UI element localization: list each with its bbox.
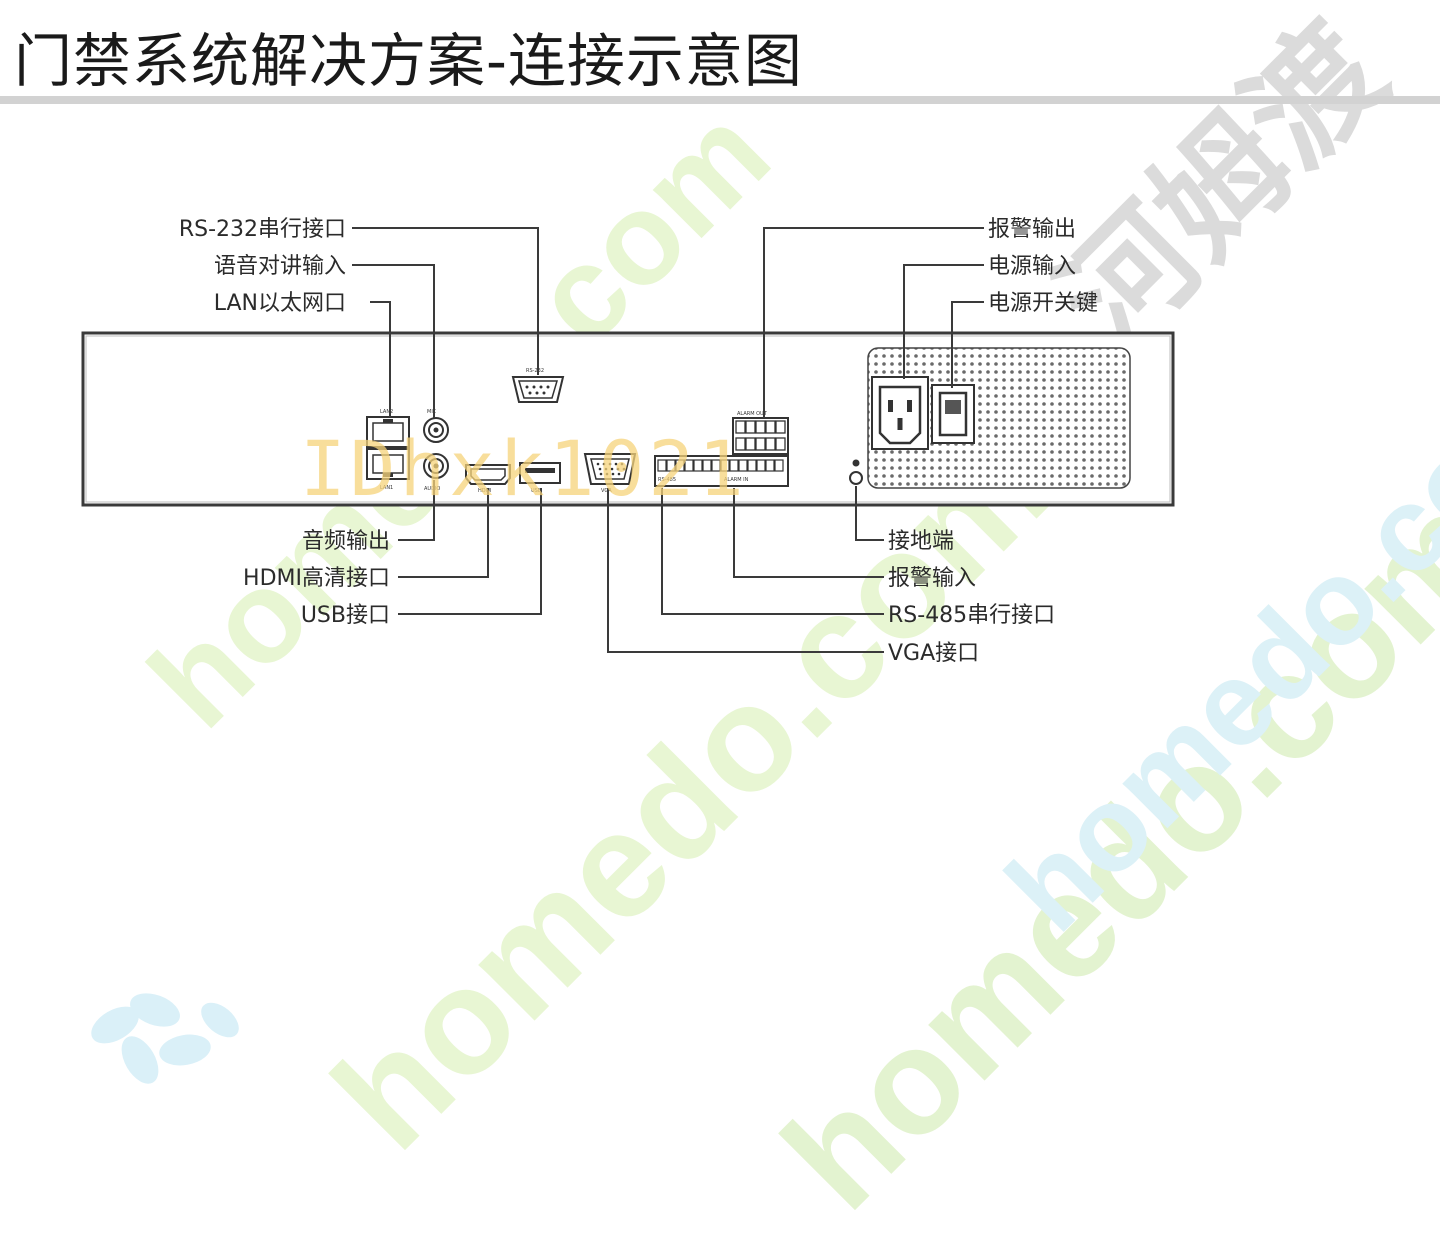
label-audio-out: 音频输出 [302,529,390,554]
usb-panel-mark: USB [531,488,542,494]
audio-panel-mark: AUDIO [424,486,440,492]
label-alarm-out: 报警输出 [988,217,1076,242]
label-voice-in: 语音对讲输入 [214,254,346,279]
rs232-panel-mark: RS-232 [526,368,544,374]
power-module [867,347,1131,489]
rs485-panel-mark: RS-485 [658,477,676,483]
lan-port-icon: LAN2 LAN1 [366,409,410,491]
power-inlet-icon [871,376,929,450]
connection-diagram: RS-232 LAN2 LAN1 MIC AUDIO HDMI [81,217,1175,666]
port-labels: RS-232串行接口 语音对讲输入 LAN以太网口 音频输出 HDMI高清接口 … [179,217,1098,666]
label-lan: LAN以太网口 [214,291,346,316]
label-power-in: 电源输入 [988,254,1076,279]
alarm-in-panel-mark: ALARM IN [724,477,749,483]
label-hdmi: HDMI高清接口 [243,566,390,591]
label-ground: 接地端 [888,529,954,554]
label-usb: USB接口 [301,603,390,628]
lan-panel-mark: LAN1 [380,485,393,491]
label-vga: VGA接口 [888,641,979,666]
leader-lines [352,227,984,653]
title-divider [0,96,1440,104]
watermark-id: IDhxk1021 [300,424,748,513]
flower-logo-watermark [91,993,239,1084]
label-rs232: RS-232串行接口 [179,217,346,242]
label-alarm-in: 报警输入 [888,566,976,591]
audio-jacks-icon: MIC AUDIO [423,409,449,492]
rs485-alarm-in-terminal-icon: RS-485 ALARM IN [654,455,789,487]
hdmi-panel-mark: HDMI [478,488,491,494]
usb-port-icon: USB [519,462,561,494]
ground-terminal-icon [849,459,863,485]
alarm-out-terminal-icon: ALARM OUT [732,411,789,455]
label-rs485: RS-485串行接口 [888,603,1055,628]
power-switch-icon [931,384,975,444]
vga-port-icon: VGA [583,453,637,494]
mic-panel-mark: MIC [427,409,437,415]
rs232-port-icon: RS-232 [511,368,565,403]
hdmi-port-icon: HDMI [465,464,511,494]
page-title: 门禁系统解决方案-连接示意图 [14,27,803,95]
vga-panel-mark: VGA [601,488,612,494]
lan2-panel-mark: LAN2 [380,409,393,415]
alarm-out-panel-mark: ALARM OUT [737,411,768,417]
label-power-switch: 电源开关键 [988,291,1098,316]
